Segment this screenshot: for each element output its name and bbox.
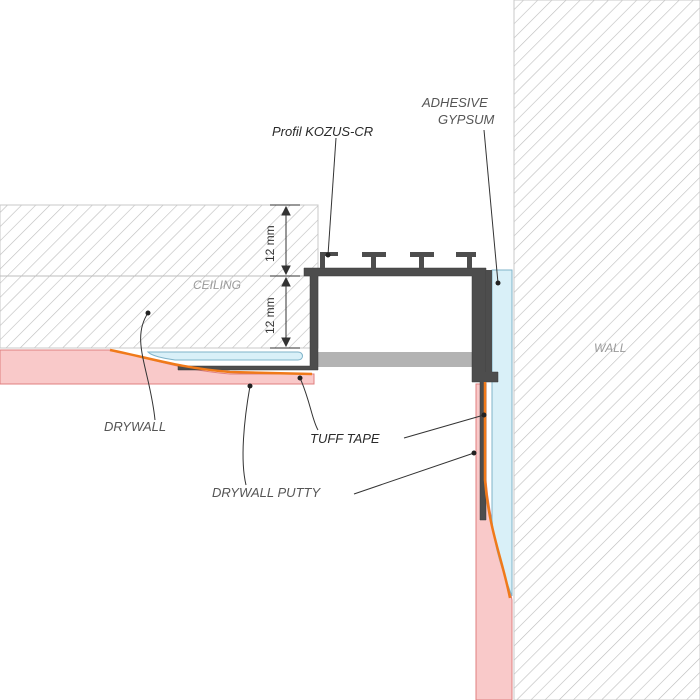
- profile-leader-dot: [325, 252, 331, 258]
- profile-label: Profil KOZUS-CR: [272, 124, 373, 139]
- dimension-markers: [270, 204, 300, 349]
- profile-anchor-ribs: [320, 252, 476, 268]
- putty-dot-ceiling: [247, 383, 253, 389]
- putty-leader-wall: [353, 452, 475, 495]
- drywall-leader: [140, 312, 156, 421]
- ceiling-tuff-tape: [109, 348, 313, 376]
- putty-leader-ceiling: [242, 385, 251, 486]
- dimension-lower-label: 12 mm: [263, 297, 277, 334]
- adhesive-leader-dot: [495, 280, 501, 286]
- tuff-tape-leader-wall: [403, 414, 485, 439]
- adhesive-label-line1: ADHESIVE: [421, 95, 488, 110]
- ceiling-label: CEILING: [193, 278, 241, 292]
- wall-hatch: [513, 0, 700, 700]
- drywall-leader-dot: [145, 310, 151, 316]
- drywall-putty-label: DRYWALL PUTTY: [212, 485, 321, 500]
- dimension-upper-label: 12 mm: [263, 225, 277, 262]
- adhesive-leader: [483, 129, 499, 284]
- drywall-label: DRYWALL: [104, 419, 166, 434]
- tuff-tape-dot-wall: [481, 412, 487, 418]
- wall-tuff-tape: [483, 382, 512, 599]
- ceiling-adhesive-gypsum: [146, 351, 303, 361]
- profile-wall-flange: [486, 270, 492, 374]
- tuff-tape-leader-ceiling: [299, 377, 319, 431]
- profile-insert: [318, 352, 472, 367]
- tuff-tape-dot-ceiling: [297, 375, 303, 381]
- adhesive-label-line2: GYPSUM: [438, 112, 495, 127]
- profile-leader: [327, 137, 337, 256]
- putty-dot-wall: [471, 450, 477, 456]
- wall-label: WALL: [594, 341, 626, 355]
- tuff-tape-label: TUFF TAPE: [310, 431, 380, 446]
- kozus-cr-profile: [177, 267, 499, 521]
